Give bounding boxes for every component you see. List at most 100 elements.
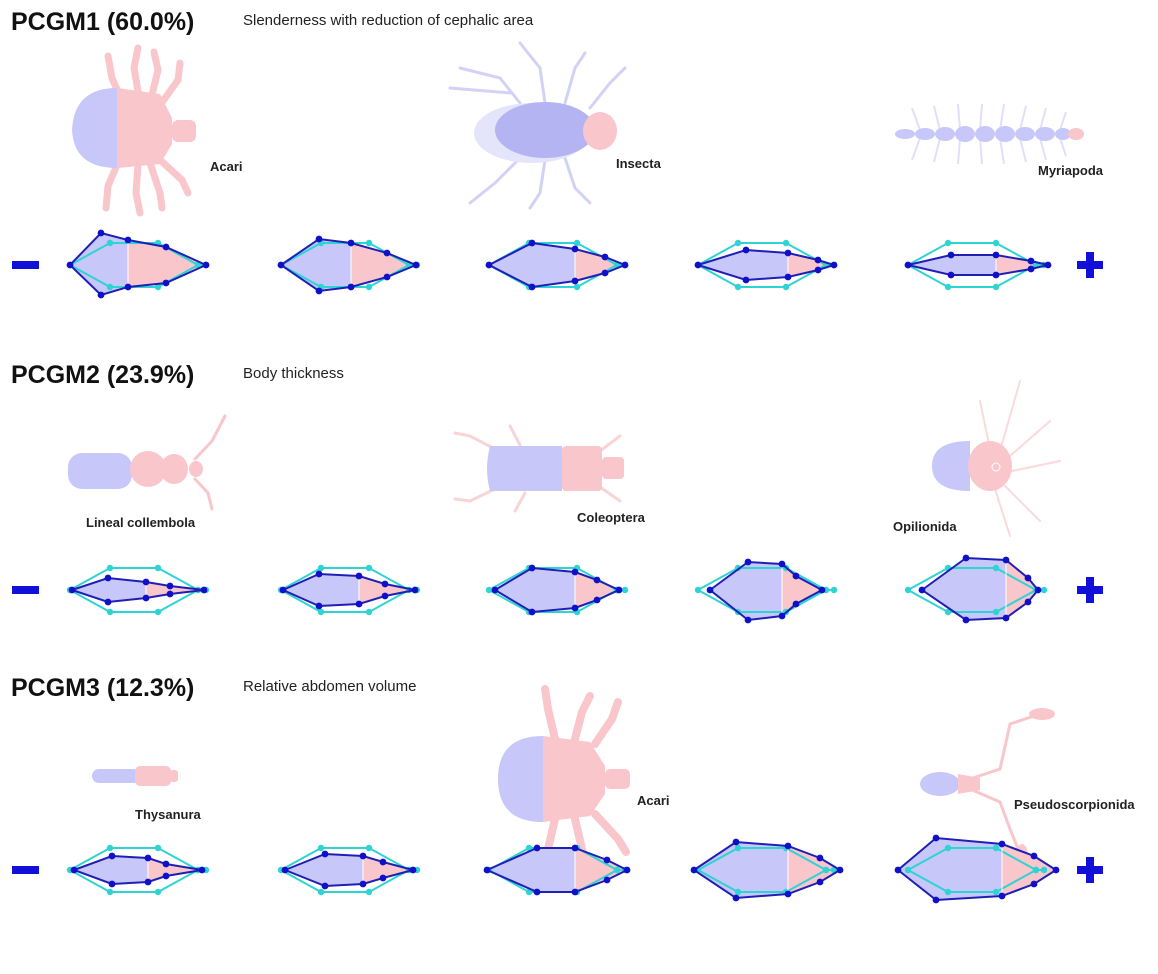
- landmark-point: [97, 229, 105, 237]
- landmark-point: [744, 558, 752, 566]
- landmark-point: [66, 261, 74, 269]
- taxon-label: Acari: [210, 159, 243, 174]
- landmark-point: [571, 568, 579, 576]
- shape-head: [146, 582, 204, 598]
- landmark-point: [1052, 866, 1060, 874]
- landmark-point: [571, 277, 579, 285]
- mean-landmark: [944, 608, 952, 616]
- landmark-point: [742, 276, 750, 284]
- mean-landmark: [904, 866, 912, 874]
- mean-landmark: [365, 239, 373, 247]
- pc-title: PCGM1 (60.0%): [11, 8, 195, 36]
- mean-landmark: [822, 866, 830, 874]
- landmark-point: [68, 586, 76, 594]
- landmark-point: [381, 580, 389, 588]
- mean-outline: [695, 242, 834, 288]
- landmark-point: [615, 586, 623, 594]
- mean-landmark: [573, 239, 581, 247]
- landmark-point: [778, 560, 786, 568]
- shape-head: [148, 858, 202, 882]
- landmark-point: [830, 261, 838, 269]
- landmark-point: [412, 261, 420, 269]
- pc-title: PCGM3 (12.3%): [11, 674, 195, 702]
- landmark-point: [706, 586, 714, 594]
- landmark-point: [1030, 852, 1038, 860]
- mean-outline: [278, 242, 417, 288]
- landmark-point: [411, 586, 419, 594]
- mean-outline: [67, 567, 206, 613]
- landmark-point: [321, 882, 329, 890]
- landmark-point: [1024, 574, 1032, 582]
- landmark-point: [732, 894, 740, 902]
- landmark-point: [347, 239, 355, 247]
- lineal-collembola-silhouette: [68, 414, 227, 511]
- landmark-point: [104, 598, 112, 606]
- landmark-point: [962, 554, 970, 562]
- landmark-point: [166, 582, 174, 590]
- landmark-point: [904, 261, 912, 269]
- landmark-point: [601, 269, 609, 277]
- mean-landmark: [992, 239, 1000, 247]
- landmark-point: [742, 246, 750, 254]
- pc-title: PCGM2 (23.9%): [11, 361, 195, 389]
- shape-head: [782, 564, 822, 616]
- landmark-point: [603, 876, 611, 884]
- shape-head: [788, 253, 834, 277]
- landmark-point: [593, 596, 601, 604]
- mean-landmark: [154, 608, 162, 616]
- mean-landmark: [317, 564, 325, 572]
- mean-landmark: [525, 888, 533, 896]
- landmark-point: [409, 866, 417, 874]
- shape-row-3: [12, 834, 1103, 904]
- mean-landmark: [944, 239, 952, 247]
- landmark-point: [836, 866, 844, 874]
- pcgm1-section: PCGM1 (60.0%) Slenderness with reduction…: [0, 8, 1158, 308]
- landmark-point: [144, 878, 152, 886]
- pc-description: Slenderness with reduction of cephalic a…: [243, 12, 534, 29]
- mean-landmark: [106, 283, 114, 291]
- landmark-point: [355, 600, 363, 608]
- landmark-point: [1030, 880, 1038, 888]
- mean-landmark: [992, 283, 1000, 291]
- landmark-point: [932, 896, 940, 904]
- mean-landmark: [525, 844, 533, 852]
- landmark-point: [1044, 261, 1052, 269]
- mean-landmark: [992, 608, 1000, 616]
- landmark-point: [485, 261, 493, 269]
- mean-landmark: [904, 586, 912, 594]
- mean-landmark: [830, 586, 838, 594]
- landmark-point: [603, 856, 611, 864]
- mean-landmark: [1032, 866, 1040, 874]
- landmark-point: [315, 602, 323, 610]
- shape-head: [1006, 560, 1038, 618]
- mean-outline: [905, 847, 1044, 893]
- shape-head: [1002, 844, 1056, 896]
- shape-model: [277, 564, 421, 616]
- landmark-point: [528, 283, 536, 291]
- shape-model: [485, 239, 629, 291]
- landmark-point: [962, 616, 970, 624]
- mean-landmark: [106, 564, 114, 572]
- taxon-label: Coleoptera: [577, 510, 645, 525]
- shape-head: [575, 572, 619, 608]
- mean-landmark: [621, 586, 629, 594]
- landmark-point: [142, 578, 150, 586]
- mean-landmark: [106, 608, 114, 616]
- landmark-point: [816, 854, 824, 862]
- landmark-point: [200, 586, 208, 594]
- landmark-point: [383, 249, 391, 257]
- landmark-point: [1002, 556, 1010, 564]
- landmark-point: [601, 253, 609, 261]
- landmark-point: [571, 245, 579, 253]
- mean-landmark: [613, 866, 621, 874]
- mean-landmark: [154, 564, 162, 572]
- mean-outline: [67, 847, 206, 893]
- landmark-point: [202, 261, 210, 269]
- landmark-point: [784, 842, 792, 850]
- mean-landmark: [782, 239, 790, 247]
- landmark-point: [355, 572, 363, 580]
- landmark-point: [998, 892, 1006, 900]
- shape-model: [277, 235, 421, 295]
- shape-head: [575, 848, 627, 892]
- landmark-point: [383, 273, 391, 281]
